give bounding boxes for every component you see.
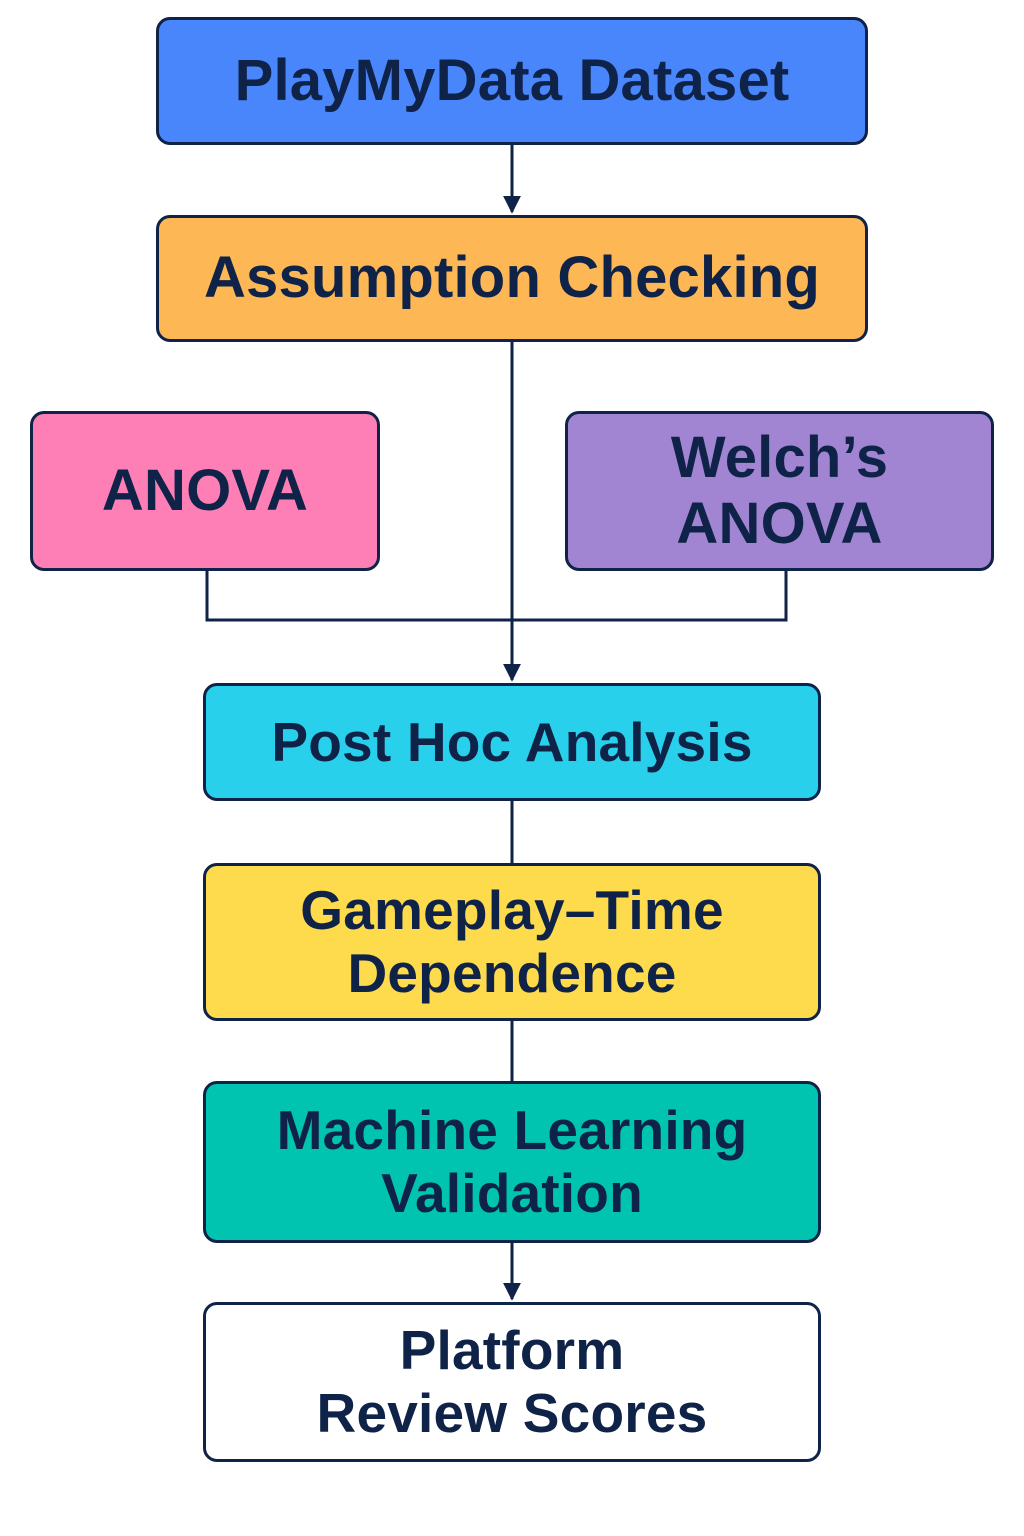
- node-gameplay-time-dependence: Gameplay–Time Dependence: [203, 863, 821, 1021]
- node-playmydata-dataset: PlayMyData Dataset: [156, 17, 868, 145]
- node-machine-learning-validation: Machine Learning Validation: [203, 1081, 821, 1243]
- line-anova-to-merge: [205, 571, 512, 622]
- node-label-line: Platform: [399, 1319, 625, 1382]
- node-label-line: ANOVA: [101, 457, 309, 523]
- node-label-line: ANOVA: [676, 491, 883, 556]
- node-assumption-checking: Assumption Checking: [156, 215, 868, 342]
- node-label-line: Machine Learning: [276, 1099, 748, 1162]
- node-label-line: Review Scores: [316, 1382, 708, 1444]
- node-label-line: PlayMyData Dataset: [234, 47, 790, 113]
- node-label-line: Post Hoc Analysis: [271, 710, 753, 773]
- node-label-line: Validation: [381, 1162, 643, 1224]
- node-label-line: Dependence: [347, 942, 677, 1004]
- node-anova: ANOVA: [30, 411, 380, 571]
- node-label-line: Assumption Checking: [203, 245, 821, 311]
- node-label-line: Welch’s: [670, 424, 889, 490]
- line-welch-to-merge: [512, 571, 788, 622]
- node-welchs-anova: Welch’s ANOVA: [565, 411, 994, 571]
- node-label-line: Gameplay–Time: [300, 879, 724, 942]
- node-post-hoc-analysis: Post Hoc Analysis: [203, 683, 821, 801]
- node-platform-review-scores: Platform Review Scores: [203, 1302, 821, 1462]
